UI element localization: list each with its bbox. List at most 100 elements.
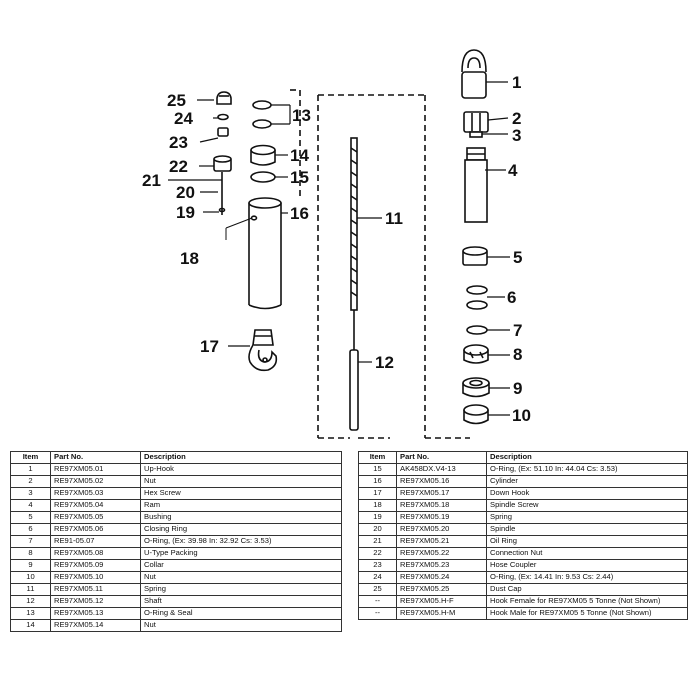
cell-part-no: RE97XM05.13	[50, 607, 141, 620]
callout-13: 13	[292, 106, 311, 125]
cell-part-no: RE97XM05.16	[396, 475, 487, 488]
cell-item: 1	[10, 463, 51, 476]
hose-coupler-part	[217, 127, 229, 137]
table-header-row: Item Part No. Description	[10, 451, 342, 464]
exploded-parts-diagram: 1 2 3 4 5 6 7 8 9 10 11 12 13 14 15 16 1…	[142, 49, 531, 439]
cell-description: O-Ring, (Ex: 39.98 In: 32.92 Cs: 3.53)	[140, 535, 342, 548]
callout-10: 10	[512, 406, 531, 425]
cell-item: 25	[358, 583, 397, 596]
cell-item: 22	[358, 547, 397, 560]
cell-description: Closing Ring	[140, 523, 342, 536]
cell-part-no: RE97XM05.22	[396, 547, 487, 560]
nut-2-part	[463, 111, 489, 133]
cell-description: Hose Coupler	[486, 559, 688, 572]
ram-part	[464, 147, 488, 223]
callout-17: 17	[200, 337, 219, 356]
callout-22: 22	[169, 157, 188, 176]
o-ring-7-part	[466, 325, 488, 335]
cell-item: 21	[358, 535, 397, 548]
header-description: Description	[486, 451, 688, 464]
cell-item: 19	[358, 511, 397, 524]
callout-23: 23	[169, 133, 188, 152]
nut-14-part	[250, 144, 276, 166]
callout-7: 7	[513, 321, 522, 340]
cell-part-no: RE97XM05.19	[396, 511, 487, 524]
cell-part-no: RE97XM05.21	[396, 535, 487, 548]
cell-item: 2	[10, 475, 51, 488]
cell-description: Bushing	[140, 511, 342, 524]
cell-item: --	[358, 607, 397, 620]
cell-part-no: RE97XM05.12	[50, 595, 141, 608]
cell-description: Ram	[140, 499, 342, 512]
cell-description: Spindle	[486, 523, 688, 536]
callout-20: 20	[176, 183, 195, 202]
down-hook-part	[248, 329, 278, 372]
cell-description: Collar	[140, 559, 342, 572]
cell-description: Oil Ring	[486, 535, 688, 548]
table-header-row: Item Part No. Description	[358, 451, 688, 464]
o-ring-15-part	[250, 171, 276, 183]
callout-2: 2	[512, 109, 521, 128]
cell-description: Spring	[486, 511, 688, 524]
callout-24: 24	[174, 109, 193, 128]
cell-item: 18	[358, 499, 397, 512]
cell-description: Nut	[140, 475, 342, 488]
cell-item: 9	[10, 559, 51, 572]
header-description: Description	[140, 451, 342, 464]
cell-item: 8	[10, 547, 51, 560]
cell-part-no: RE91-05.07	[50, 535, 141, 548]
cell-item: 10	[10, 571, 51, 584]
cell-part-no: RE97XM05.20	[396, 523, 487, 536]
cell-part-no: RE97XM05.14	[50, 619, 141, 632]
o-ring-seal-lower	[252, 119, 272, 129]
cell-item: 7	[10, 535, 51, 548]
closing-ring-lower	[466, 300, 488, 310]
cell-part-no: AK458DX.V4-13	[396, 463, 487, 476]
collar-part	[462, 377, 490, 398]
dust-cap-part	[216, 91, 232, 105]
header-part-no: Part No.	[396, 451, 487, 464]
callout-3: 3	[512, 126, 521, 145]
cell-part-no: RE97XM05.09	[50, 559, 141, 572]
cell-item: 11	[10, 583, 51, 596]
cell-part-no: RE97XM05.06	[50, 523, 141, 536]
closing-ring-upper	[466, 285, 488, 295]
callout-1: 1	[512, 73, 521, 92]
header-item: Item	[10, 451, 51, 464]
u-type-packing-part	[463, 344, 489, 364]
cell-part-no: RE97XM05.23	[396, 559, 487, 572]
cell-part-no: RE97XM05.08	[50, 547, 141, 560]
cell-description: Nut	[140, 571, 342, 584]
cell-description: Hook Female for RE97XM05 5 Tonne (Not Sh…	[486, 595, 688, 608]
cell-part-no: RE97XM05.H-M	[396, 607, 487, 620]
shaft-part	[349, 349, 359, 431]
cell-item: --	[358, 595, 397, 608]
cell-part-no: RE97XM05.11	[50, 583, 141, 596]
cell-item: 3	[10, 487, 51, 500]
callout-6: 6	[507, 288, 516, 307]
callout-5: 5	[513, 248, 522, 267]
cell-item: 23	[358, 559, 397, 572]
header-item: Item	[358, 451, 397, 464]
up-hook-part	[461, 49, 487, 99]
page-bottom-margin	[0, 660, 700, 700]
cell-item: 5	[10, 511, 51, 524]
cell-part-no: RE97XM05.10	[50, 571, 141, 584]
assembly-frame	[290, 89, 470, 439]
leader-lines	[168, 81, 510, 416]
